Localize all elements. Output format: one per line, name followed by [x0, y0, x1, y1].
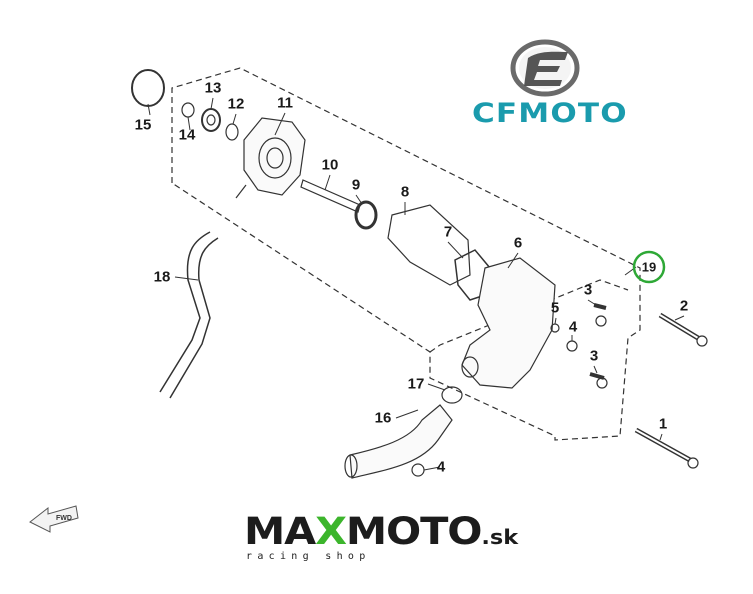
highlight-circle-19 — [632, 250, 666, 284]
short-bolts — [589, 303, 607, 380]
callout-1: 1 — [658, 415, 668, 433]
callout-4b: 4 — [436, 458, 446, 476]
callout-3: 3 — [583, 281, 593, 299]
callout-14: 14 — [178, 126, 196, 144]
pump-housing-6 — [461, 257, 556, 389]
callout-18: 18 — [153, 268, 171, 286]
callout-4: 4 — [568, 318, 578, 336]
shaft-10 — [300, 179, 361, 213]
fwd-arrow-icon — [29, 505, 79, 533]
callout-12: 12 — [227, 95, 245, 113]
maxmoto-tld: .sk — [481, 525, 519, 549]
cfmoto-emblem-icon — [510, 39, 580, 97]
maxmoto-x: X — [315, 510, 347, 553]
callout-16: 16 — [374, 409, 392, 427]
maxmoto-moto: MOTO — [345, 510, 483, 553]
o-ring-15 — [131, 69, 165, 107]
mechanical-seal-9 — [354, 200, 378, 230]
gasket-8 — [387, 204, 471, 286]
seal-14 — [181, 102, 195, 118]
water-pipe-16 — [349, 404, 453, 479]
callout-8: 8 — [400, 183, 410, 201]
callout-15: 15 — [134, 116, 152, 134]
callout-11: 11 — [277, 94, 293, 112]
callout-5: 5 — [550, 299, 560, 317]
callout-9: 9 — [351, 176, 361, 194]
callout-2: 2 — [679, 297, 689, 315]
maxmoto-ma: MA — [244, 510, 316, 553]
leader-lines — [147, 97, 685, 471]
maxmoto-tagline: racing shop — [246, 551, 371, 562]
cfmoto-logo: CFMOTO — [472, 98, 628, 129]
maxmoto-logo: MAXMOTO.sk — [244, 513, 519, 550]
fwd-label: FWD — [56, 515, 72, 522]
washer-12 — [225, 123, 239, 141]
pump-cover-11 — [243, 117, 306, 196]
callout-3b: 3 — [589, 347, 599, 365]
assembly-boundary — [171, 67, 641, 441]
o-ring-17 — [441, 386, 463, 404]
callout-13: 13 — [204, 79, 222, 97]
callout-17: 17 — [407, 375, 425, 393]
bearing-13 — [201, 108, 221, 132]
callout-10: 10 — [321, 156, 339, 174]
hose-18 — [159, 231, 219, 399]
callout-7: 7 — [443, 223, 453, 241]
callout-6: 6 — [513, 234, 523, 252]
callout-19: 19 — [641, 259, 657, 275]
